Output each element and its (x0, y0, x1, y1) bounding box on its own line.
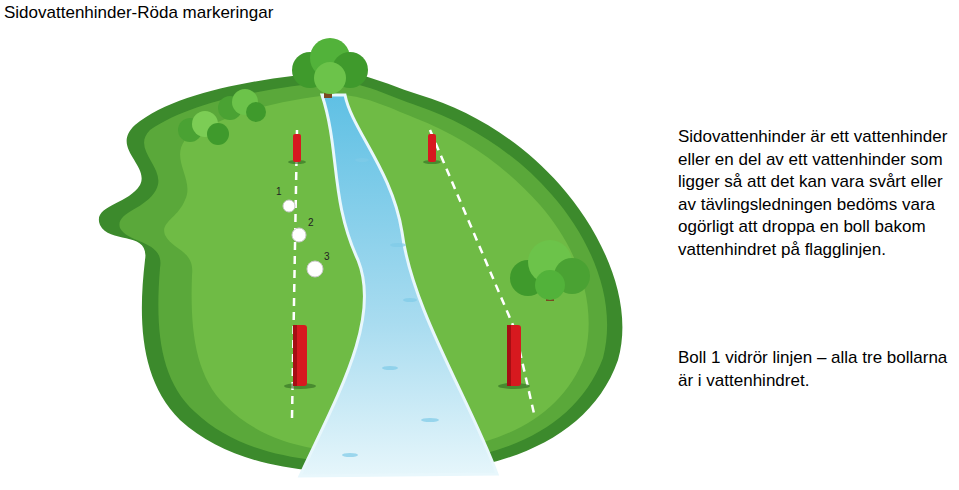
river (300, 95, 497, 476)
tree (510, 240, 590, 301)
bush (178, 89, 266, 145)
golf-ball (283, 200, 323, 277)
title: Sidovattenhinder-Röda markeringar (4, 3, 273, 23)
callout-number: 2 (308, 217, 314, 228)
callout-number: 1 (276, 186, 282, 197)
note: Sidovattenhinder är ett vattenhinder ell… (678, 126, 952, 261)
ripples (342, 158, 439, 457)
hazard-line (430, 130, 535, 418)
callout-number: 3 (324, 251, 330, 262)
red-stake (284, 134, 530, 389)
hazard-line (292, 130, 297, 418)
tree (292, 38, 368, 98)
note: Boll 1 vidrör linjen – alla tre bollarna… (678, 347, 952, 392)
